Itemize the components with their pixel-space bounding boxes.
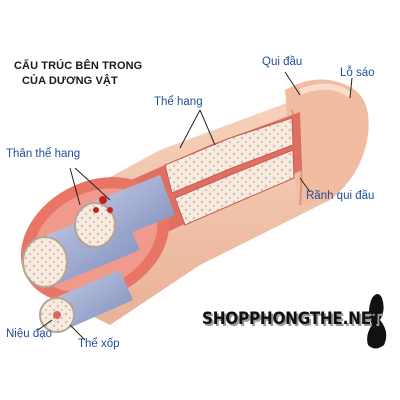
glans-highlight <box>298 83 352 98</box>
urethra-opening <box>53 311 61 319</box>
cavernosa-interior-lower <box>174 149 295 226</box>
cavernosa-interior-upper <box>164 117 294 194</box>
leader-lo-sao <box>349 77 353 99</box>
title-line-1: CẤU TRÚC BÊN TRONG <box>14 60 143 72</box>
label-lo-sao: Lỗ sáo <box>340 67 375 79</box>
leader-the-hang <box>179 109 216 149</box>
leader-ranh-qui-dau <box>299 177 311 193</box>
label-ranh-qui-dau: Rãnh qui đầu <box>306 190 375 202</box>
leader-qui-dau <box>284 71 301 96</box>
corpus-cavernosum-left-cut <box>22 236 68 288</box>
label-the-xop: Thể xốp <box>78 338 120 350</box>
leader-than-the-hang <box>69 167 111 206</box>
silhouette-logo <box>367 294 387 349</box>
label-the-hang: Thể hang <box>154 96 203 108</box>
label-than-the-hang: Thân thể hang <box>6 148 81 160</box>
corpus-cavernosum-right-cut <box>74 202 116 248</box>
watermark: SHOPPHONGTHE.NET <box>202 309 382 329</box>
leader-nieu-dao <box>37 319 53 331</box>
leader-the-xop <box>69 324 86 341</box>
title-line-2: CỦA DƯƠNG VẬT <box>22 75 118 87</box>
label-nieu-dao: Niệu đạo <box>6 328 53 340</box>
glans <box>285 79 369 205</box>
label-qui-dau: Qui đầu <box>262 56 303 68</box>
